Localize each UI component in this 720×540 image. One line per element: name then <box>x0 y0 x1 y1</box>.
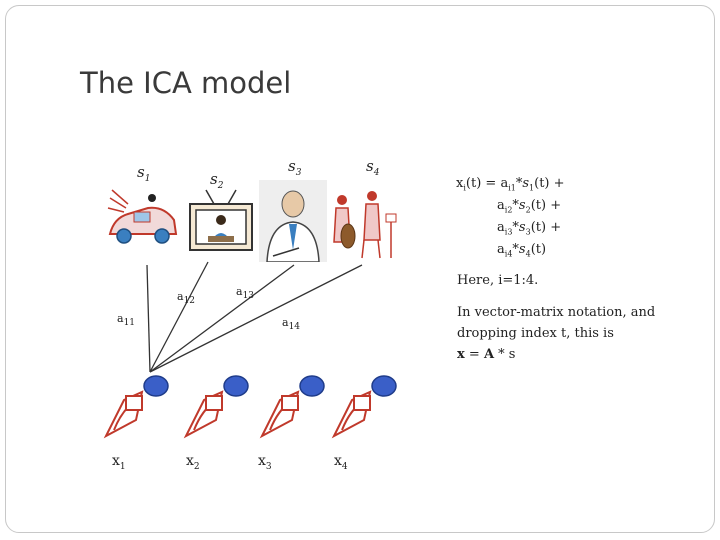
mixture-label-x4: x4 <box>334 453 348 472</box>
equation-line-4: ai4*s4(t) <box>497 242 547 259</box>
microphone-icon-4 <box>331 375 397 439</box>
equation-line-2: ai2*s2(t) + <box>497 198 562 215</box>
tv-icon <box>184 180 258 262</box>
microphone-icon-1 <box>103 375 169 439</box>
car-icon <box>104 180 180 262</box>
mix-line-a12 <box>149 261 209 373</box>
matrix-equation: x = A * s <box>457 347 516 362</box>
mixture-label-x1: x1 <box>112 453 126 472</box>
slide-frame <box>5 5 715 533</box>
mix-line-a11 <box>146 264 151 373</box>
mixture-label-x3: x3 <box>258 453 272 472</box>
musicians-icon <box>328 180 400 262</box>
source-label-s4: s4 <box>366 157 380 178</box>
weight-label-a14: a14 <box>282 316 301 333</box>
mixture-label-x2: x2 <box>186 453 200 472</box>
equation-line-1: xi(t) = ai1*s1(t) + <box>456 176 565 193</box>
mix-line-a13 <box>149 264 295 373</box>
microphone-icon-2 <box>183 375 249 439</box>
equation-line-3: ai3*s3(t) + <box>497 220 562 237</box>
weight-label-a11: a11 <box>117 312 136 329</box>
slide-title: The ICA model <box>80 66 292 100</box>
weight-label-a13: a13 <box>236 285 255 302</box>
mix-line-a14 <box>149 264 363 373</box>
microphone-icon-3 <box>259 375 325 439</box>
note-matrix-line-2: dropping index t, this is <box>457 326 614 341</box>
note-index: Here, i=1:4. <box>457 273 539 288</box>
source-label-s1: s1 <box>137 163 151 184</box>
source-label-s3: s3 <box>288 157 302 178</box>
weight-label-a12: a12 <box>177 290 196 307</box>
source-label-s2: s2 <box>210 170 224 191</box>
note-matrix-line-1: In vector-matrix notation, and <box>457 305 656 320</box>
speaker-person-icon <box>259 180 327 262</box>
